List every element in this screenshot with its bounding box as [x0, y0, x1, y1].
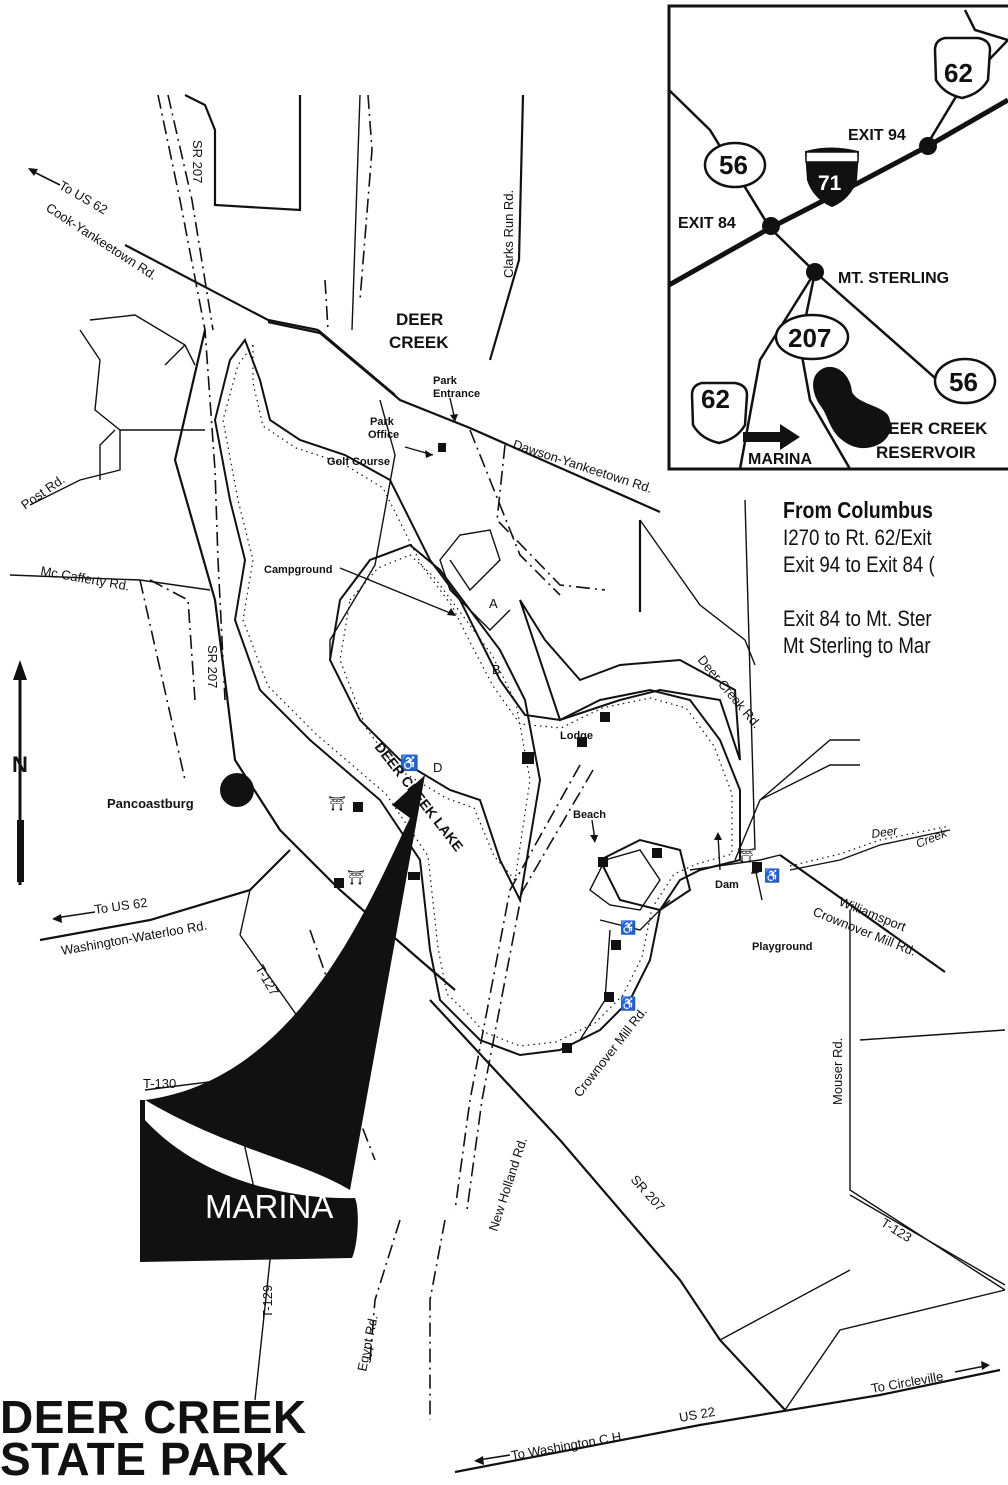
road-label-us22: US 22	[678, 1404, 716, 1425]
amenity-markers: ⛩ ⛩ ⛩ ♿ ♿ ♿ ♿	[328, 443, 780, 1053]
place-label-beach: Beach	[573, 809, 606, 821]
inset-shield-i71: 71	[818, 172, 842, 195]
place-label-park-office-1: Park	[370, 416, 395, 428]
svg-text:♿: ♿	[620, 920, 636, 935]
campground-site-d: D	[433, 760, 442, 775]
road-label-sr207-south: SR 207	[628, 1172, 668, 1214]
road-label-to-us62-w: To US 62	[93, 895, 148, 917]
inset-shield-sr56-left: 56	[719, 150, 748, 180]
svg-text:♿: ♿	[764, 868, 780, 883]
place-label-creek-creek: Creek	[914, 825, 950, 850]
directions-line-1: I270 to Rt. 62/Exit	[783, 525, 932, 550]
north-arrow: N	[12, 660, 28, 885]
road-label-clarks-run: Clarks Run Rd.	[501, 190, 516, 278]
inset-shield-sr207: 207	[788, 323, 831, 353]
place-label-park-office-2: Office	[368, 429, 399, 441]
north-label: N	[12, 752, 28, 777]
road-label-post: Post Rd.	[18, 472, 67, 513]
inset-shield-sr56-right: 56	[949, 367, 978, 397]
place-label-park-entrance-2: Entrance	[433, 388, 480, 400]
map-title: DEER CREEK STATE PARK	[0, 1391, 307, 1485]
road-label-t129: T-129	[260, 1285, 275, 1318]
svg-text:♿: ♿	[620, 996, 636, 1011]
inset-label-mt-sterling: MT. STERLING	[838, 270, 949, 287]
inset-label-marina: MARINA	[748, 451, 812, 468]
inset-shield-us62-top: 62	[944, 58, 973, 88]
road-label-to-washington: To Washington C.H.	[510, 1428, 626, 1463]
inset-label-reservoir-1: DEER CREEK	[876, 419, 988, 438]
place-label-lodge: Lodge	[560, 730, 593, 742]
locator-inset: 62 62 56 56 207 71 EXIT 94 EXIT 84 MT. S…	[667, 4, 1008, 471]
campground-site-a: A	[489, 596, 498, 611]
place-label-creek: CREEK	[389, 333, 449, 352]
road-label-egypt: Egypt Rd.	[354, 1314, 381, 1373]
svg-text:♿: ♿	[400, 754, 419, 772]
place-label-campground: Campground	[264, 564, 332, 576]
svg-text:⛩: ⛩	[737, 847, 755, 863]
svg-text:⛩: ⛩	[328, 795, 346, 811]
road-label-mouser: Mouser Rd.	[830, 1038, 845, 1105]
directions-line-3	[783, 578, 974, 605]
place-label-creek-deer: Deer	[870, 823, 899, 841]
road-label-mc-cafferty: Mc Cafferty Rd.	[39, 563, 130, 593]
inset-shield-us62-bottom: 62	[701, 384, 730, 414]
road-label-t130: T-130	[143, 1076, 176, 1091]
map-title-line-2: STATE PARK	[0, 1433, 289, 1485]
place-label-golf-course: Golf Course	[327, 456, 390, 468]
deer-creek-lake	[213, 337, 741, 1057]
road-label-t127: T-127	[252, 962, 282, 998]
place-label-pancoastburg: Pancoastburg	[107, 796, 194, 811]
directions-line-5: Mt Sterling to Mar	[783, 633, 931, 658]
marina-callout-label: MARINA	[205, 1188, 333, 1225]
directions-heading: From Columbus	[783, 497, 933, 523]
place-label-dam: Dam	[715, 879, 739, 891]
road-label-sr207-north: SR 207	[190, 140, 205, 183]
directions-panel: From Columbus I270 to Rt. 62/Exit Exit 9…	[783, 496, 1008, 659]
map-title-line-1: DEER CREEK	[0, 1391, 307, 1443]
road-label-sr207-mid: SR 207	[205, 645, 220, 688]
pancoastburg-dot	[220, 773, 254, 807]
road-label-new-holland: New Holland Rd.	[486, 1136, 530, 1233]
directions-line-2: Exit 94 to Exit 84 (	[783, 552, 935, 577]
marina-arrow	[140, 775, 425, 1262]
place-label-deer: DEER	[396, 310, 443, 329]
road-label-to-circleville: To Circleville	[870, 1369, 944, 1396]
campground-site-b: B	[492, 662, 501, 677]
directions-line-4: Exit 84 to Mt. Ster	[783, 606, 932, 631]
inset-label-exit84: EXIT 84	[678, 215, 736, 232]
inset-label-reservoir-2: RESERVOIR	[876, 443, 976, 462]
road-label-dawson-yankeetown: Dawson-Yankeetown Rd.	[511, 437, 654, 496]
place-label-playground: Playground	[752, 941, 813, 953]
place-label-park-entrance-1: Park	[433, 375, 458, 387]
svg-text:⛩: ⛩	[347, 869, 365, 885]
feature-arrows	[339, 397, 763, 901]
road-network	[9, 94, 1006, 1474]
place-label-lake: DEER CREEK LAKE	[372, 739, 467, 854]
inset-label-exit94: EXIT 94	[848, 127, 906, 144]
road-arrows	[28, 168, 990, 1465]
